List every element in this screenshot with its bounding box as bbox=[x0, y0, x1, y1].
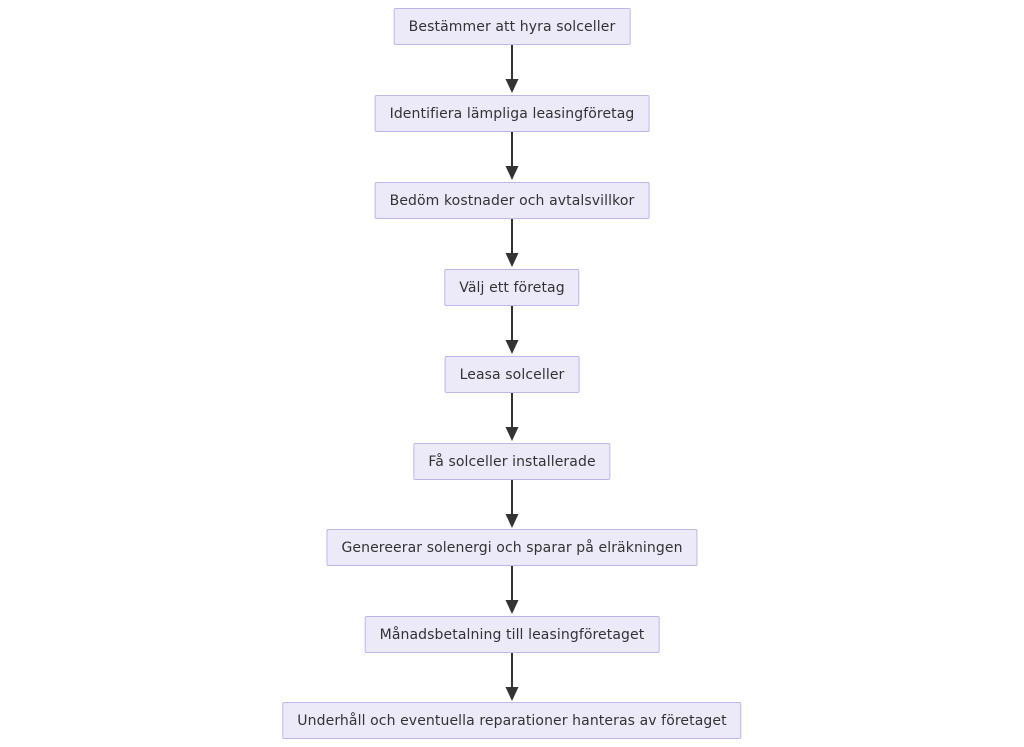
flowchart-edge-n2-n3 bbox=[501, 132, 523, 182]
node-label: Identifiera lämpliga leasingföretag bbox=[389, 105, 635, 122]
flowchart-edge-n6-n7 bbox=[501, 480, 523, 530]
flowchart-node-n8[interactable]: Månadsbetalning till leasingföretaget bbox=[364, 616, 660, 653]
arrow-down-icon bbox=[505, 253, 519, 267]
flowchart-edge-n4-n5 bbox=[501, 306, 523, 356]
arrow-down-icon bbox=[505, 600, 519, 614]
arrow-down-icon bbox=[505, 79, 519, 93]
node-label: Bedöm kostnader och avtalsvillkor bbox=[389, 192, 635, 209]
node-label: Få solceller installerade bbox=[428, 453, 596, 470]
flowchart-node-n9[interactable]: Underhåll och eventuella reparationer ha… bbox=[282, 702, 742, 739]
arrow-down-icon bbox=[505, 166, 519, 180]
arrow-down-icon bbox=[505, 687, 519, 701]
arrow-down-icon bbox=[505, 340, 519, 354]
flowchart-node-n3[interactable]: Bedöm kostnader och avtalsvillkor bbox=[374, 182, 650, 219]
arrow-down-icon bbox=[505, 514, 519, 528]
flowchart-node-n4[interactable]: Välj ett företag bbox=[444, 269, 580, 306]
arrow-down-icon bbox=[505, 427, 519, 441]
flowchart-edge-n1-n2 bbox=[501, 45, 523, 95]
flowchart-edge-n3-n4 bbox=[501, 219, 523, 269]
flowchart-edge-n5-n6 bbox=[501, 393, 523, 443]
flowchart-node-n5[interactable]: Leasa solceller bbox=[444, 356, 580, 393]
node-label: Bestämmer att hyra solceller bbox=[408, 18, 616, 35]
flowchart-node-n1[interactable]: Bestämmer att hyra solceller bbox=[393, 8, 631, 45]
flowchart-edge-n7-n8 bbox=[501, 566, 523, 616]
node-label: Leasa solceller bbox=[459, 366, 565, 383]
node-label: Underhåll och eventuella reparationer ha… bbox=[297, 712, 727, 729]
flowchart-node-n6[interactable]: Få solceller installerade bbox=[413, 443, 611, 480]
node-label: Månadsbetalning till leasingföretaget bbox=[379, 626, 645, 643]
node-label: Genereerar solenergi och sparar på elräk… bbox=[341, 539, 683, 556]
flowchart-node-n7[interactable]: Genereerar solenergi och sparar på elräk… bbox=[326, 529, 698, 566]
flowchart-edge-n8-n9 bbox=[501, 653, 523, 703]
node-label: Välj ett företag bbox=[459, 279, 565, 296]
flowchart-node-n2[interactable]: Identifiera lämpliga leasingföretag bbox=[374, 95, 650, 132]
